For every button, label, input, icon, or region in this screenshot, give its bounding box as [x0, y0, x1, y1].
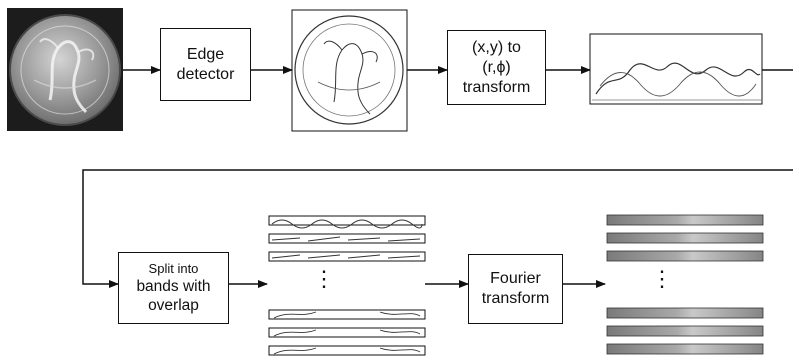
split-bands-box: Split into bands with overlap [118, 252, 229, 324]
split-bands-label-1: Split into [148, 261, 199, 276]
polar-transform-box: (x,y) to (r,ϕ) transform [447, 30, 546, 105]
ellipsis-left: ⋮ [313, 266, 335, 291]
fourier-bands [606, 214, 764, 355]
coin-photo [7, 8, 123, 131]
edge-detector-label-2: detector [176, 65, 235, 83]
edge-coin-image [291, 9, 408, 132]
edge-detector-box: Edge detector [160, 28, 251, 101]
split-bands-label-2: bands with [136, 278, 211, 295]
fourier-label-1: Fourier [490, 270, 541, 287]
polar-strip-image [589, 33, 763, 105]
polar-transform-label-1: (x,y) to [472, 38, 521, 56]
fourier-transform-box: Fourier transform [468, 254, 563, 324]
ellipsis-right: ⋮ [651, 266, 673, 291]
polar-transform-label-3: transform [462, 78, 531, 96]
split-bands-label-3: overlap [148, 297, 199, 314]
split-strips [268, 215, 426, 356]
polar-transform-label-2: (r,ϕ) [482, 58, 511, 76]
wrap-connector [82, 169, 793, 288]
fourier-label-2: transform [481, 290, 550, 307]
edge-detector-label-1: Edge [186, 45, 225, 63]
